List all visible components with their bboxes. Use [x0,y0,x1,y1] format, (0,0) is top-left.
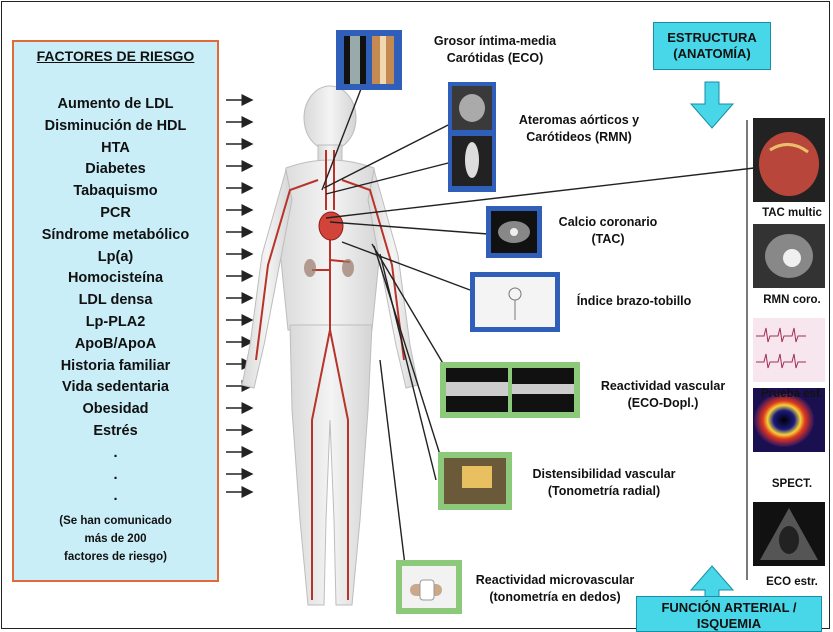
label-tac-multicorte: TAC multic [762,207,822,219]
risk-factor: Homocisteína [67,270,164,287]
risk-factor: Síndrome metabólico [41,226,190,243]
note-line: factores de riesgo) [64,551,167,563]
label-reactividad-microvascular: Reactividad microvascular (tonometría en… [466,572,644,606]
reactividad-microvascular-image [396,560,462,614]
risk-factors-panel: FACTORES DE RIESGO Aumento de LDL Dismin… [12,40,219,582]
prueba-esfuerzo-ecg-image [753,318,825,382]
estructura-anatomia-box: ESTRUCTURA (ANATOMÍA) [653,22,771,70]
risk-factor: LDL densa [78,292,153,309]
label-reactividad-vascular: Reactividad vascular (ECO-Dopl.) [588,378,738,412]
heart-icon [318,211,344,241]
label-line: Calcio coronario [558,215,658,229]
label-line: Carótideos (RMN) [526,130,632,144]
label-line: Índice brazo-tobillo [576,294,692,308]
connector-lines [321,75,755,591]
note-line: (Se han comunicado [59,515,172,527]
tac-multicorte-image [753,118,825,202]
indice-brazo-tobillo-image [470,272,560,332]
risk-factor: ApoB/ApoA [74,335,157,352]
human-body-figure [241,85,419,606]
risk-factor: Estrés [93,422,138,439]
risk-factor: HTA [101,139,130,156]
eco-estres-image [753,502,825,566]
ateromas-rmn-image [448,82,496,192]
risk-factor: Obesidad [82,401,149,418]
label-grosor-intima-media: Grosor íntima-media Carótidas (ECO) [410,33,580,67]
risk-factor: Historia familiar [60,357,171,374]
label-rmn-coronaria: RMN coro. [763,294,821,306]
label-line: Distensibilidad vascular [532,467,676,481]
estructura-line: ESTRUCTURA [667,30,757,45]
risk-factor: Lp-PLA2 [85,313,146,330]
risk-factor-ellipsis: . [113,488,118,505]
risk-factors-list: Aumento de LDL Disminución de HDL HTA Di… [14,94,217,508]
label-distensibilidad-vascular: Distensibilidad vascular (Tonometría rad… [516,466,692,500]
grosor-intima-media-image [336,30,402,90]
risk-factors-title: FACTORES DE RIESGO [36,48,195,64]
label-line: Reactividad microvascular [475,573,635,587]
risk-factor: Lp(a) [97,248,134,265]
risk-factor: PCR [100,204,131,221]
label-line: Grosor íntima-media [433,34,557,48]
risk-factor: Diabetes [85,161,146,178]
risk-factor: Vida sedentaria [62,379,169,396]
label-line: Ateromas aórticos y [518,113,640,127]
label-eco-estres: ECO estr. [766,576,818,588]
label-line: (ECO-Dopl.) [627,396,699,410]
risk-arrows [226,94,254,498]
calcio-coronario-tac-image [486,206,542,258]
label-line: (TAC) [591,232,625,246]
label-line: Carótidas (ECO) [446,51,544,65]
down-arrow-structure [689,81,735,129]
funcion-line: FUNCIÓN ARTERIAL / [661,600,797,615]
risk-factor: Aumento de LDL [57,96,174,112]
distensibilidad-vascular-image [438,452,512,510]
risk-factor: Disminución de HDL [44,117,187,134]
label-prueba-esfuerzo: Prueba esf. [761,388,823,400]
label-line: Reactividad vascular [600,379,726,393]
spect-image [753,388,825,452]
risk-factor-ellipsis: . [113,466,118,483]
organ-shapes [304,259,354,277]
note-line: más de 200 [84,533,147,545]
estructura-line: (ANATOMÍA) [673,46,751,61]
label-spect: SPECT. [771,478,813,490]
funcion-line: ISQUEMIA [696,616,762,631]
label-line: (Tonometría radial) [547,484,661,498]
risk-factor-ellipsis: . [113,444,118,461]
label-line: (tonometría en dedos) [489,590,621,604]
reactividad-vascular-image [440,362,580,418]
funcion-arterial-isquemia-box: FUNCIÓN ARTERIAL / ISQUEMIA [636,596,822,632]
label-calcio-coronario: Calcio coronario (TAC) [548,214,668,248]
label-indice-brazo-tobillo: Índice brazo-tobillo [564,293,704,310]
label-ateromas: Ateromas aórticos y Carótideos (RMN) [494,112,664,146]
risk-factors-note: (Se han comunicado más de 200 factores d… [14,512,217,566]
risk-factor: Tabaquismo [73,183,158,200]
rmn-coronaria-image [753,224,825,288]
